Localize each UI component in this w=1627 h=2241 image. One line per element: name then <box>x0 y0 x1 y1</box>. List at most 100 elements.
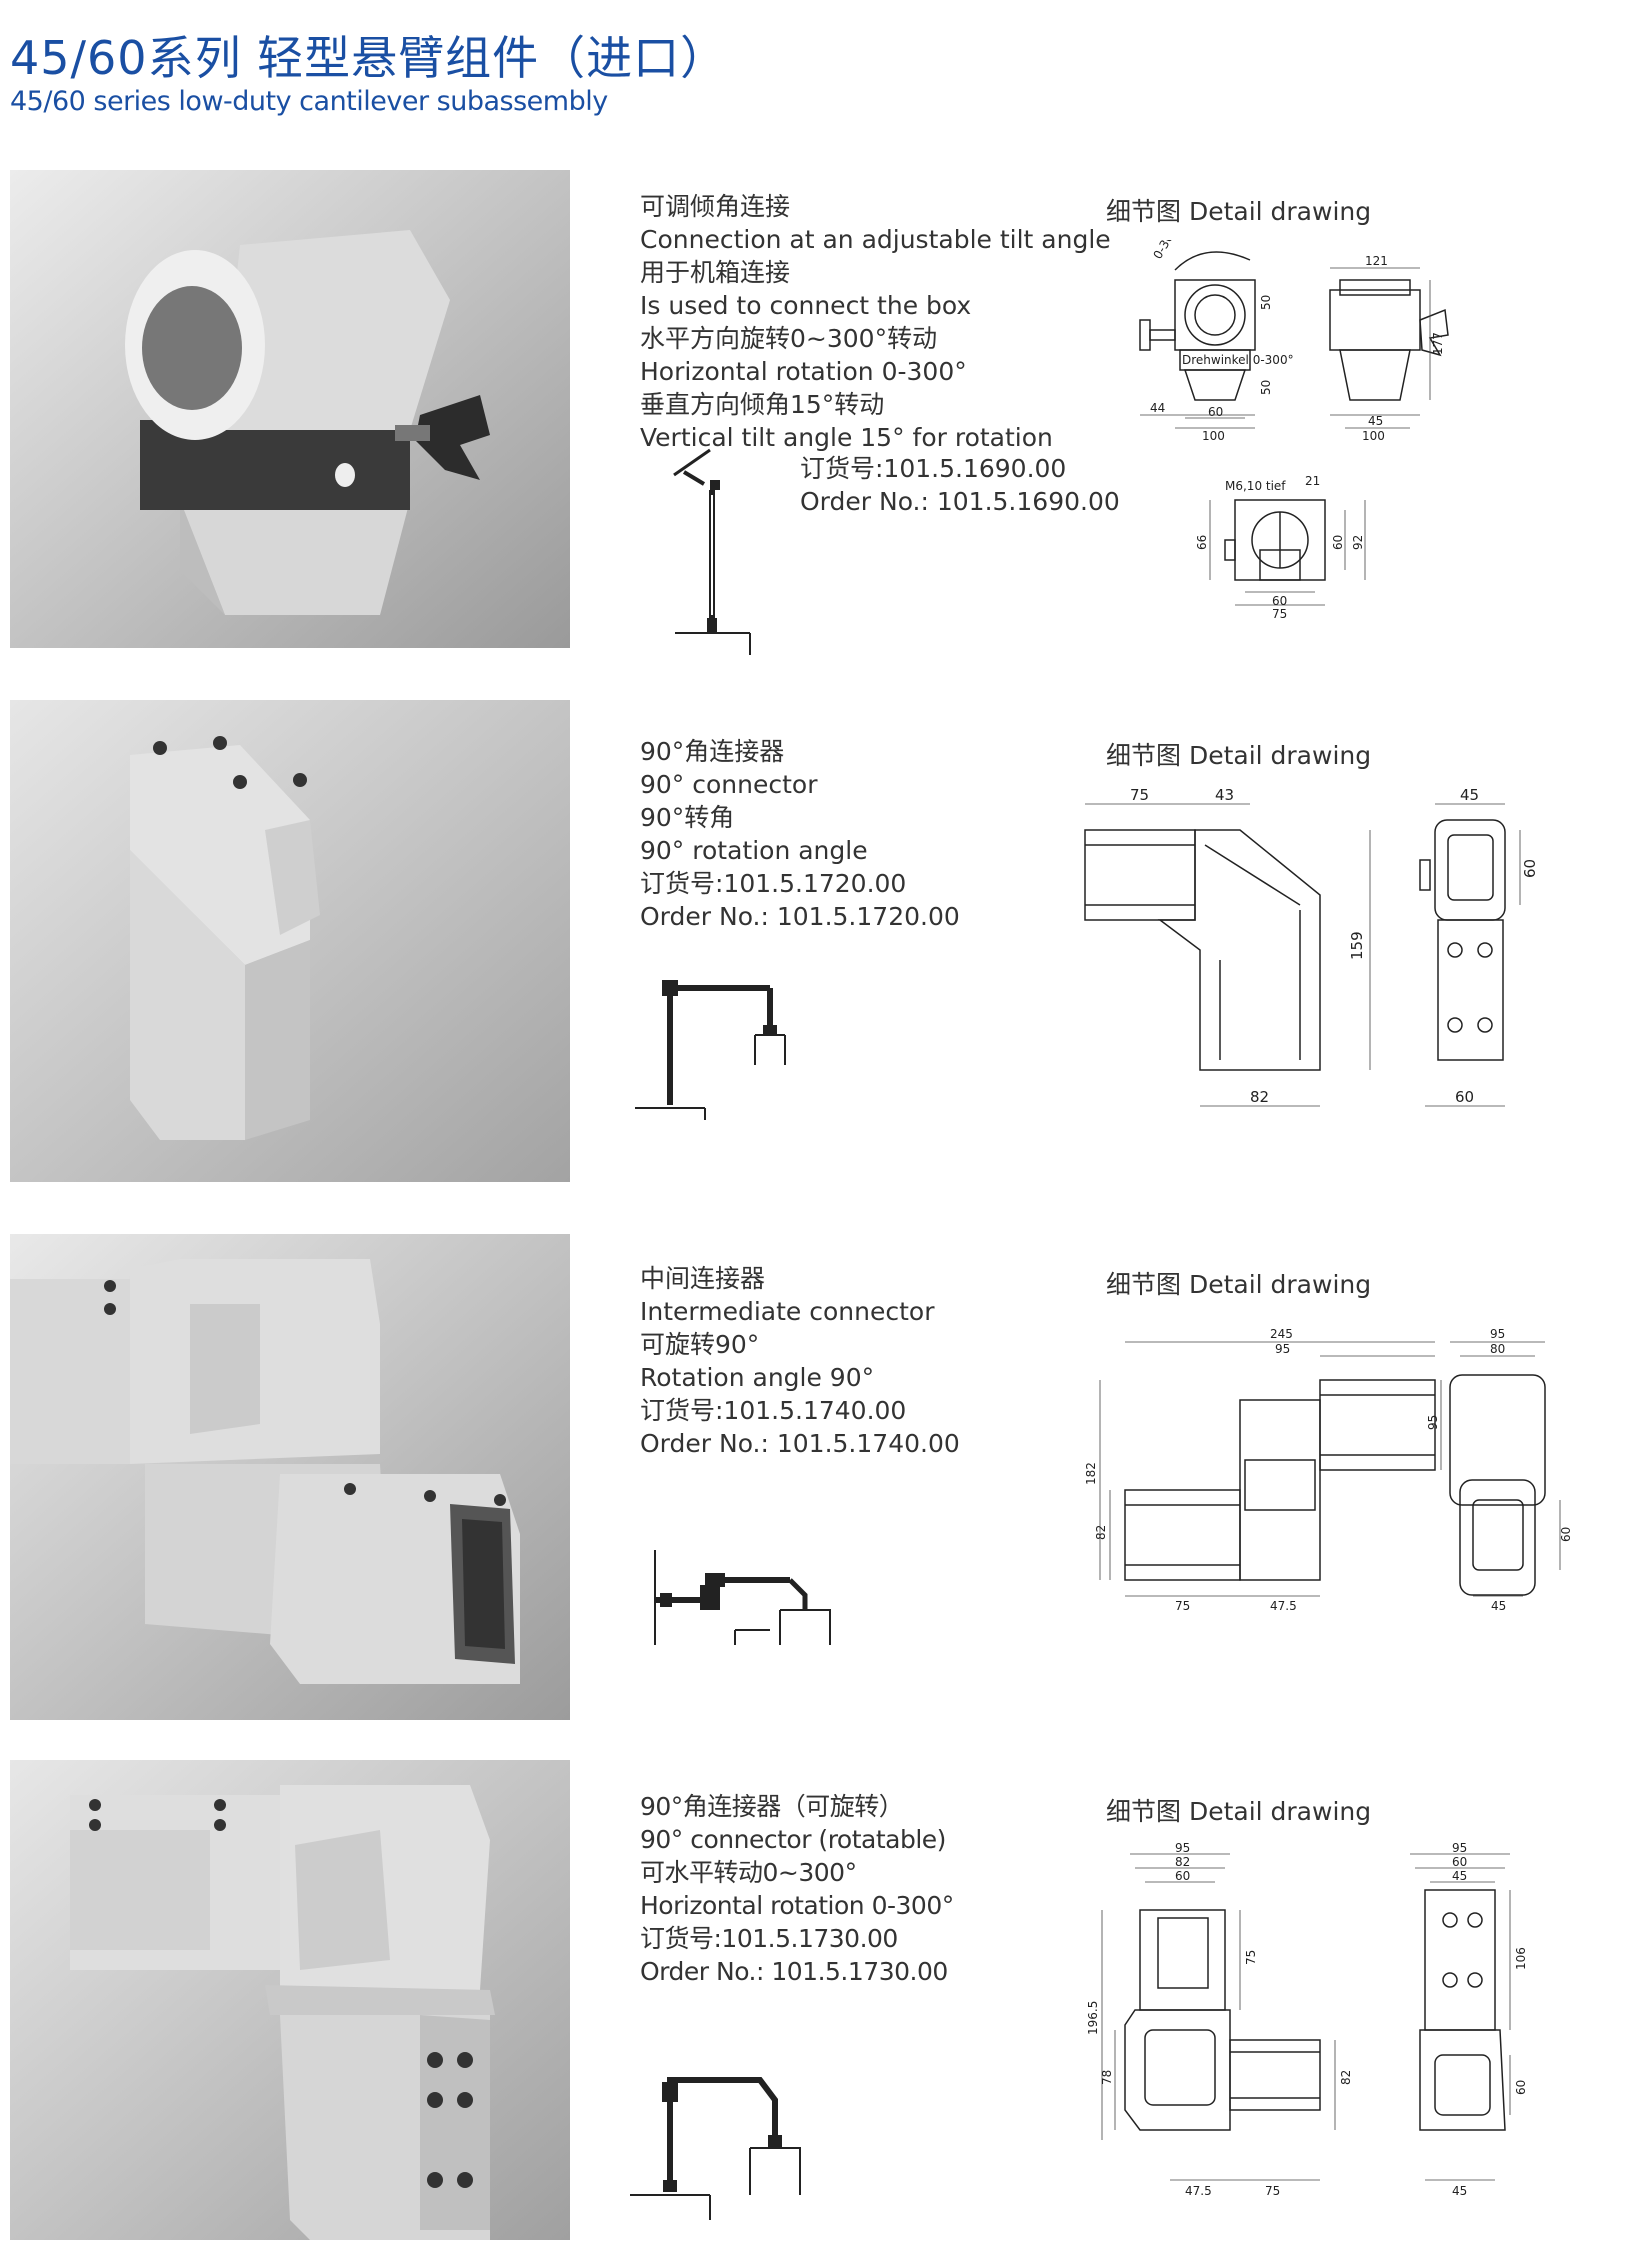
dim-label: 95 <box>1452 1841 1467 1855</box>
dim-label: 50 <box>1259 380 1273 395</box>
product-photo-rotatable-90-connector <box>10 1760 570 2240</box>
desc-line: Order No.: 101.5.1740.00 <box>640 1429 960 1458</box>
desc-line: 订货号:101.5.1740.00 <box>640 1396 907 1425</box>
dim-label: 75 <box>1130 786 1149 804</box>
desc-line: 90°转角 <box>640 803 735 832</box>
desc-line: Order No.: 101.5.1730.00 <box>640 1957 948 1986</box>
dim-label: 82 <box>1250 1088 1269 1106</box>
dim-label: 80 <box>1490 1342 1505 1356</box>
desc-line: Rotation angle 90° <box>640 1363 875 1392</box>
detail-drawing-label: 细节图 Detail drawing <box>1106 1797 1372 1826</box>
product-1-description: 可调倾角连接 Connection at an adjustable tilt … <box>640 190 1111 454</box>
dim-label: 78 <box>1100 2070 1114 2085</box>
order-number-cn: 订货号:101.5.1690.00 <box>800 454 1067 483</box>
dim-label: 245 <box>1270 1327 1293 1341</box>
dim-label: 60 <box>1455 1088 1474 1106</box>
detail-drawing-label: 细节图 Detail drawing <box>1106 741 1372 770</box>
desc-line: 订货号:101.5.1730.00 <box>640 1924 898 1953</box>
desc-line: 可旋转90° <box>640 1330 760 1359</box>
desc-line: Intermediate connector <box>640 1297 935 1326</box>
desc-line: 90° connector <box>640 770 818 799</box>
product-photo-tilt-connector <box>10 170 570 648</box>
product-4-detail-drawing: 95 82 60 75 196.5 78 82 47.5 75 95 60 45… <box>1086 1841 1528 2198</box>
desc-line: Horizontal rotation 0-300° <box>640 357 967 386</box>
product-photo-90-connector <box>10 700 570 1182</box>
dim-label: 95 <box>1426 1415 1440 1430</box>
product-2-usage-schematic <box>635 980 786 1120</box>
dim-label: 95 <box>1175 1841 1190 1855</box>
dim-label: 43 <box>1215 786 1234 804</box>
dim-label: 100 <box>1202 429 1225 443</box>
dim-label: 92 <box>1351 535 1365 550</box>
product-3-usage-schematic <box>654 1550 831 1645</box>
desc-line: 90° rotation angle <box>640 836 868 865</box>
dim-label: 177 <box>1431 332 1445 355</box>
dim-label: 66 <box>1195 535 1209 550</box>
dim-label: 44 <box>1150 401 1165 415</box>
dim-label: 60 <box>1331 535 1345 550</box>
product-2-detail-drawing: 75 43 159 82 45 60 60 <box>1084 786 1539 1107</box>
desc-line: 水平方向旋转0~300°转动 <box>640 324 938 353</box>
desc-line: Is used to connect the box <box>640 291 972 320</box>
dim-label: 60 <box>1208 405 1223 419</box>
order-number-en: Order No.: 101.5.1690.00 <box>800 487 1120 516</box>
product-1-order: 订货号:101.5.1690.00 Order No.: 101.5.1690.… <box>800 452 1120 518</box>
dim-label: 95 <box>1275 1342 1290 1356</box>
dim-label: 196.5 <box>1086 2001 1100 2035</box>
dim-label: 75 <box>1265 2184 1280 2198</box>
page-title-en: 45/60 series low-duty cantilever subasse… <box>10 86 608 117</box>
detail-drawing-label: 细节图 Detail drawing <box>1106 1270 1372 1299</box>
desc-line: 90°角连接器 <box>640 737 785 766</box>
product-4-usage-schematic <box>630 2077 801 2220</box>
desc-line: 中间连接器 <box>640 1264 766 1293</box>
product-3-description: 中间连接器 Intermediate connector 可旋转90° Rota… <box>640 1262 960 1460</box>
product-1-detail-drawing: 0-300° 50 50 44 60 100 Drehwinkel 0-300°… <box>1139 240 1449 621</box>
desc-line: 90°角连接器（可旋转） <box>640 1792 904 1821</box>
desc-line: Connection at an adjustable tilt angle <box>640 225 1111 254</box>
dim-label: 45 <box>1368 414 1383 428</box>
dim-label: 60 <box>1559 1527 1573 1542</box>
dim-label: 47.5 <box>1185 2184 1212 2198</box>
desc-line: 可水平转动0~300° <box>640 1858 857 1887</box>
dim-label: 60 <box>1272 594 1287 608</box>
dim-label: 21 <box>1305 474 1320 488</box>
dim-label: 45 <box>1452 1869 1467 1883</box>
dim-label: Drehwinkel 0-300° <box>1182 353 1294 367</box>
dim-label: 95 <box>1490 1327 1505 1341</box>
product-photo-intermediate-connector <box>10 1234 570 1720</box>
dim-label: 75 <box>1244 1950 1258 1965</box>
desc-line: Vertical tilt angle 15° for rotation <box>640 423 1053 452</box>
dim-label: 60 <box>1514 2080 1528 2095</box>
desc-line: 用于机箱连接 <box>640 258 791 287</box>
dim-label: 60 <box>1175 1869 1190 1883</box>
dim-label: 45 <box>1491 1599 1506 1613</box>
detail-drawing-label: 细节图 Detail drawing <box>1106 197 1372 226</box>
dim-label: 45 <box>1460 786 1479 804</box>
dim-label: M6,10 tief <box>1225 479 1286 493</box>
dim-label: 100 <box>1362 429 1385 443</box>
dim-label: 47.5 <box>1270 1599 1297 1613</box>
dim-label: 82 <box>1094 1525 1108 1540</box>
desc-line: Order No.: 101.5.1720.00 <box>640 902 960 931</box>
dim-label: 182 <box>1084 1462 1098 1485</box>
desc-line: 垂直方向倾角15°转动 <box>640 390 885 419</box>
dim-label: 82 <box>1339 2070 1353 2085</box>
dim-label: 0-300° <box>1150 240 1183 262</box>
dim-label: 121 <box>1365 254 1388 268</box>
dim-label: 75 <box>1272 607 1287 621</box>
product-3-detail-drawing: 245 95 182 82 95 75 47.5 95 80 60 45 <box>1084 1327 1573 1613</box>
desc-line: 可调倾角连接 <box>640 192 791 221</box>
dim-label: 106 <box>1514 1947 1528 1970</box>
desc-line: 订货号:101.5.1720.00 <box>640 869 907 898</box>
page-title-cn: 45/60系列 轻型悬臂组件（进口） <box>10 31 728 85</box>
dim-label: 60 <box>1521 859 1539 878</box>
desc-line: 90° connector (rotatable) <box>640 1825 946 1854</box>
dim-label: 75 <box>1175 1599 1190 1613</box>
dim-label: 159 <box>1348 931 1366 960</box>
product-2-description: 90°角连接器 90° connector 90°转角 90° rotation… <box>640 735 960 933</box>
product-1-usage-schematic <box>673 448 751 655</box>
dim-label: 45 <box>1452 2184 1467 2198</box>
dim-label: 60 <box>1452 1855 1467 1869</box>
desc-line: Horizontal rotation 0-300° <box>640 1891 954 1920</box>
dim-label: 82 <box>1175 1855 1190 1869</box>
